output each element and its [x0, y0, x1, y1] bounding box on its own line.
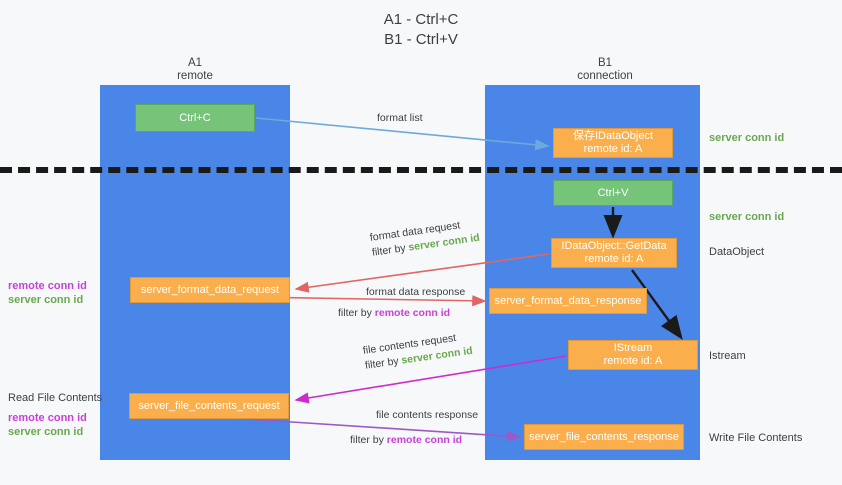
label-dataobject: DataObject — [709, 246, 765, 258]
filter-value-remote-conn-id: remote conn id — [386, 434, 463, 446]
edge-label-file-contents-response-filter: filter by remote conn id — [350, 433, 462, 448]
column-header-a1: A1 remote — [177, 57, 213, 82]
label-remote-conn-id-1: remote conn id — [8, 280, 87, 292]
box-server-format-data-request[interactable]: server_format_data_request — [130, 277, 290, 303]
box-ctrl-c[interactable]: Ctrl+C — [135, 104, 255, 132]
label-read-file-contents: Read File Contents — [8, 392, 103, 404]
edge-label-file-contents-request: file contents request filter by server c… — [362, 329, 474, 374]
box-server-file-contents-request[interactable]: server_file_contents_request — [129, 393, 289, 419]
edge-label-format-data-response: format data response — [366, 286, 466, 298]
column-header-b1: B1 connection — [577, 57, 633, 82]
filter-prefix: filter by — [364, 354, 403, 372]
divider-dashed — [0, 167, 842, 173]
box-ctrl-v[interactable]: Ctrl+V — [553, 180, 673, 206]
box-idataobject[interactable]: 保存IDataObject remote id: A — [553, 128, 673, 158]
label-remote-conn-id-2: remote conn id — [8, 412, 87, 424]
filter-value-remote-conn-id: remote conn id — [374, 307, 451, 319]
label-left-conn-ids-bottom: remote conn id server conn id — [8, 411, 98, 439]
label-left-conn-ids-top: remote conn id server conn id — [8, 279, 98, 307]
filter-prefix: filter by — [338, 307, 375, 319]
box-server-format-data-response[interactable]: server_format_data_response — [489, 288, 647, 314]
page-title: A1 - Ctrl+C B1 - Ctrl+V — [383, 11, 459, 48]
box-istream[interactable]: IStream remote id: A — [568, 340, 698, 370]
label-server-conn-id-1: server conn id — [8, 294, 84, 306]
box-server-file-contents-response[interactable]: server_file_contents_response — [524, 424, 684, 450]
box-idataobject-getdata[interactable]: IDataObject::GetData remote id: A — [551, 238, 677, 268]
filter-prefix: filter by — [371, 241, 410, 259]
label-server-conn-id-mid: server conn id — [709, 211, 785, 223]
edge-label-format-list: format list — [377, 112, 423, 124]
label-server-conn-id-top: server conn id — [709, 132, 785, 144]
edge-label-format-data-request: format data request filter by server con… — [369, 216, 481, 261]
label-istream: Istream — [709, 350, 746, 362]
edge-label-format-data-response-filter: filter by remote conn id — [338, 306, 450, 321]
filter-prefix: filter by — [350, 434, 387, 446]
label-write-file-contents: Write File Contents — [709, 432, 803, 444]
label-server-conn-id-2: server conn id — [8, 426, 84, 438]
edge-label-file-contents-response: file contents response — [376, 409, 479, 421]
